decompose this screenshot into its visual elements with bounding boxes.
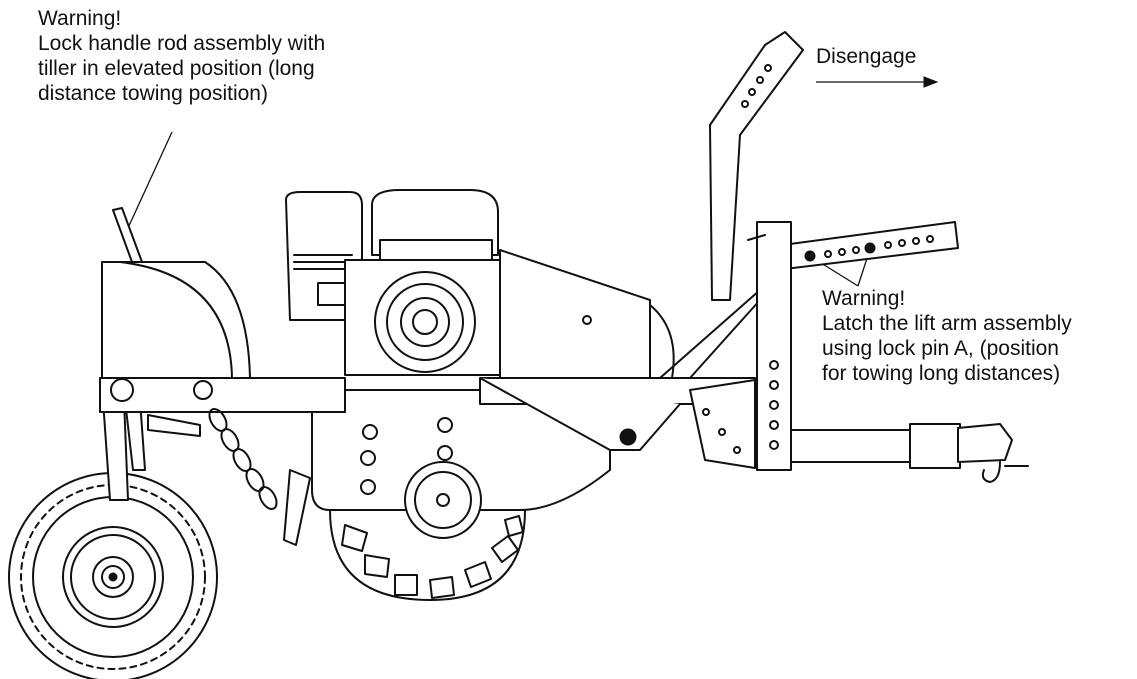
main-frame xyxy=(99,377,756,451)
warning-text-line: Lock handle rod assembly with xyxy=(38,32,326,55)
disengage-label: Disengage xyxy=(816,45,917,68)
warning-text-line: using lock pin A, (position xyxy=(822,337,1059,360)
engine xyxy=(285,189,501,376)
rear-shield xyxy=(101,207,251,379)
belt-cover xyxy=(499,249,675,379)
warning-text-line: for towing long distances) xyxy=(822,362,1061,385)
tow-bar xyxy=(790,423,1029,483)
warning-text-line: Latch the lift arm assembly xyxy=(822,312,1072,335)
warning-title: Warning! xyxy=(38,7,122,30)
lift-arm xyxy=(759,221,959,273)
tine-assembly xyxy=(329,509,526,601)
vertical-post xyxy=(747,221,792,471)
rear-wheel xyxy=(8,472,218,679)
chain xyxy=(208,408,311,546)
warning-lift-arm-label: Warning! Latch the lift arm assembly usi… xyxy=(822,286,1072,386)
warning-text-line: distance towing position) xyxy=(38,82,268,105)
tow-plate xyxy=(689,379,756,469)
disengage-arrow xyxy=(816,76,939,88)
warning-text-line: tiller in elevated position (long xyxy=(38,57,315,80)
warning-lock-handle-label: Warning! Lock handle rod assembly with t… xyxy=(38,6,325,106)
handlebar xyxy=(659,31,804,379)
tine-shield xyxy=(311,389,611,539)
leader-line-left xyxy=(127,131,173,229)
warning-title: Warning! xyxy=(822,287,906,310)
